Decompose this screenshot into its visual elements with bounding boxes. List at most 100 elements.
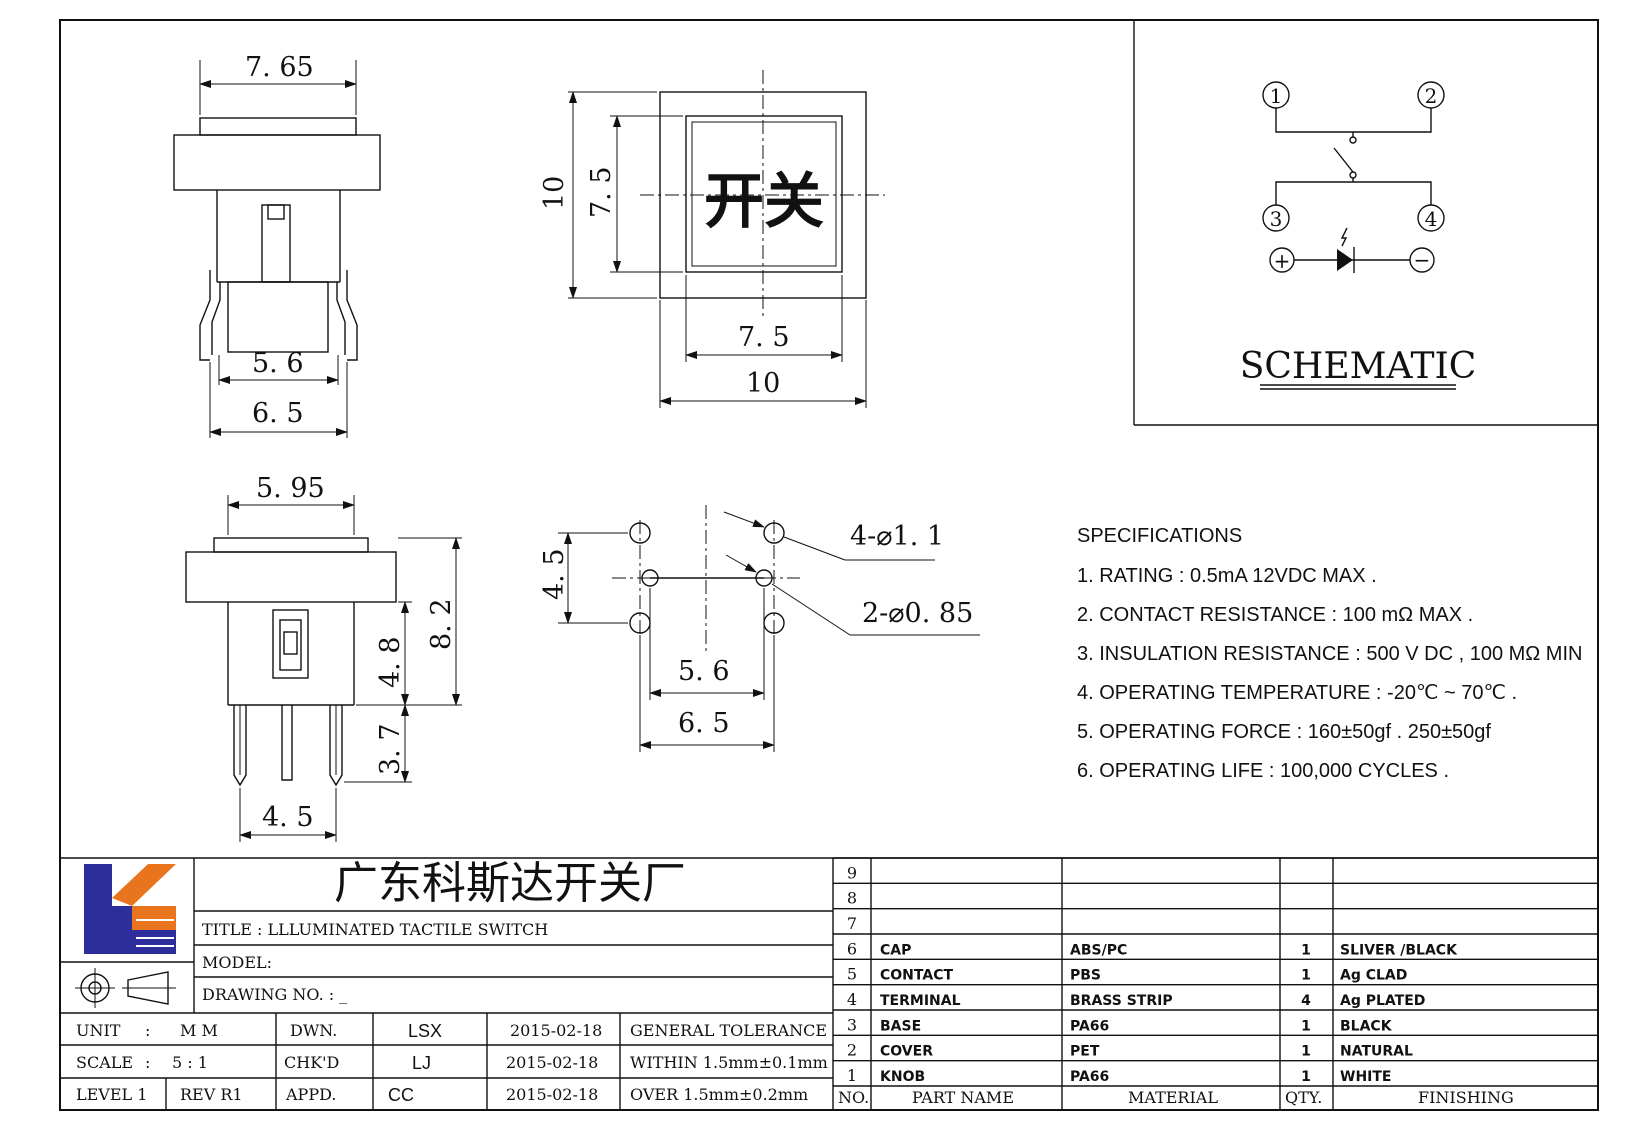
top-view: 开关 10 7. 5 7. 5 10 (539, 70, 885, 408)
spec-item-5: 5. OPERATING FORCE : 160±50gf . 250±50gf (1077, 721, 1491, 743)
bom-cell-finishing: NATURAL (1340, 1044, 1413, 1060)
drawn-date: 2015-02-18 (510, 1021, 602, 1040)
hole-callout-small: 2-⌀0. 85 (862, 598, 973, 629)
bom-cell-qty: 4 (1301, 993, 1311, 1009)
spec-item-4: 4. OPERATING TEMPERATURE : -20℃ ~ 70℃ . (1077, 682, 1517, 704)
dim-side-total-height: 8. 2 (426, 598, 457, 650)
led-diode-icon (1337, 249, 1353, 271)
bom-cell-no: 1 (847, 1066, 857, 1085)
bom-cell-material: ABS/PC (1070, 942, 1127, 958)
company-logo (84, 864, 176, 954)
specifications-block: SPECIFICATIONS 1. RATING : 0.5mA 12VDC M… (1077, 525, 1582, 782)
bom-cell-no: 6 (847, 939, 857, 958)
bom-cell-no: 8 (847, 889, 857, 908)
drawing-number-label: DRAWING NO. : _ (202, 985, 347, 1004)
front-view: 7. 65 5. 6 6. 5 (173, 52, 381, 438)
bom-cell-finishing: Ag CLAD (1340, 968, 1407, 984)
bom-cell-no: 4 (847, 990, 857, 1009)
schematic-pin-3: 3 (1270, 207, 1283, 231)
dim-top-inner-h: 7. 5 (738, 322, 790, 353)
dim-pcb-h-inner: 5. 6 (678, 656, 730, 687)
general-tolerance: GENERAL TOLERANCE (630, 1021, 827, 1040)
level-label: LEVEL 1 (76, 1085, 147, 1104)
spec-item-3: 3. INSULATION RESISTANCE : 500 V DC , 10… (1077, 643, 1582, 665)
bom-cell-part: COVER (880, 1044, 933, 1060)
title-block: 广东科斯达开关厂 TITLE : LLLUMINATED TACTILE SWI… (60, 857, 1598, 1110)
scale-colon: : (145, 1053, 150, 1072)
bom-header-qty: QTY. (1285, 1088, 1322, 1107)
bom-cell-no: 3 (847, 1015, 857, 1034)
bom-cell-part: CONTACT (880, 968, 953, 984)
led-minus: − (1414, 248, 1431, 272)
side-view: 5. 95 8. 2 4. 8 3. 7 4. 5 (185, 473, 462, 842)
unit-colon: : (145, 1021, 150, 1040)
bom-cell-part: KNOB (880, 1069, 925, 1085)
spec-item-2: 2. CONTACT RESISTANCE : 100 mΩ MAX . (1077, 604, 1473, 626)
dim-side-pin-height: 3. 7 (375, 723, 406, 775)
bom-cell-qty: 1 (1301, 968, 1311, 984)
approved-date: 2015-02-18 (506, 1085, 598, 1104)
bom-cell-no: 9 (847, 863, 857, 882)
bom-header-material: MATERIAL (1128, 1088, 1218, 1107)
drawing-frame (59, 19, 1599, 1111)
dim-front-pin-inner: 5. 6 (252, 348, 304, 379)
scale-label: SCALE (76, 1053, 133, 1072)
checked-label: CHK'D (284, 1053, 339, 1072)
bom-cell-material: PBS (1070, 968, 1101, 984)
spec-item-1: 1. RATING : 0.5mA 12VDC MAX . (1077, 565, 1377, 587)
bom-header-part: PART NAME (912, 1088, 1014, 1107)
schematic-panel: 1 2 3 4 + − SCHEMATIC (1133, 20, 1598, 426)
schematic-title: SCHEMATIC (1240, 346, 1477, 387)
bom-cell-material: BRASS STRIP (1070, 993, 1173, 1009)
spec-item-6: 6. OPERATING LIFE : 100,000 CYCLES . (1077, 760, 1449, 782)
hole-callout-large: 4-⌀1. 1 (850, 521, 944, 552)
bom-header-no: NO. (838, 1088, 869, 1107)
dim-side-pin-pitch: 4. 5 (262, 802, 314, 833)
dim-top-outer-h: 10 (746, 368, 780, 399)
bom-cell-no: 2 (847, 1041, 857, 1060)
checked-by: LJ (412, 1053, 431, 1073)
bom-cell-material: PA66 (1070, 1018, 1109, 1034)
third-angle-projection-icon (75, 968, 176, 1008)
bom-cell-part: TERMINAL (880, 993, 961, 1009)
bom-cell-finishing: SLIVER /BLACK (1340, 942, 1458, 958)
bom-cell-finishing: WHITE (1340, 1069, 1391, 1085)
schematic-pin-4: 4 (1425, 207, 1438, 231)
drawn-by: LSX (408, 1021, 442, 1041)
dim-front-width: 7. 65 (245, 52, 314, 83)
bom-cell-qty: 1 (1301, 1069, 1311, 1085)
bom-cell-no: 5 (847, 965, 857, 984)
company-name: 广东科斯达开关厂 (334, 858, 686, 909)
led-plus: + (1274, 249, 1291, 273)
scale-value: 5 : 1 (172, 1053, 208, 1072)
bom-cell-finishing: Ag PLATED (1340, 993, 1425, 1009)
checked-date: 2015-02-18 (506, 1053, 598, 1072)
schematic-pin-1: 1 (1270, 84, 1283, 108)
dim-side-body-height: 4. 8 (375, 636, 406, 688)
dim-pcb-h-outer: 6. 5 (678, 708, 730, 739)
tolerance-within: WITHIN 1.5mm±0.1mm (630, 1053, 828, 1072)
bom-cell-qty: 1 (1301, 1044, 1311, 1060)
dim-front-pin-outer: 6. 5 (252, 398, 304, 429)
unit-value: M M (180, 1021, 218, 1040)
specs-heading: SPECIFICATIONS (1077, 525, 1242, 547)
bom-cell-part: BASE (880, 1018, 921, 1034)
dim-side-width: 5. 95 (256, 473, 325, 504)
dim-top-inner-v: 7. 5 (586, 166, 617, 218)
bom-cell-finishing: BLACK (1340, 1018, 1393, 1034)
unit-label: UNIT (76, 1021, 121, 1040)
approved-by: CC (388, 1085, 414, 1105)
bom-cell-material: PA66 (1070, 1069, 1109, 1085)
schematic-pin-2: 2 (1425, 84, 1438, 108)
bom-cell-material: PET (1070, 1044, 1100, 1060)
bom-cell-qty: 1 (1301, 1018, 1311, 1034)
drawn-label: DWN. (290, 1021, 337, 1040)
dim-top-outer-v: 10 (539, 176, 570, 210)
drawing-title: TITLE : LLLUMINATED TACTILE SWITCH (202, 920, 548, 939)
revision: REV R1 (180, 1085, 243, 1104)
model-label: MODEL: (202, 953, 272, 972)
bom-cell-no: 7 (847, 914, 857, 933)
bom-cell-qty: 1 (1301, 942, 1311, 958)
dim-pcb-v-pitch: 4. 5 (539, 548, 570, 600)
